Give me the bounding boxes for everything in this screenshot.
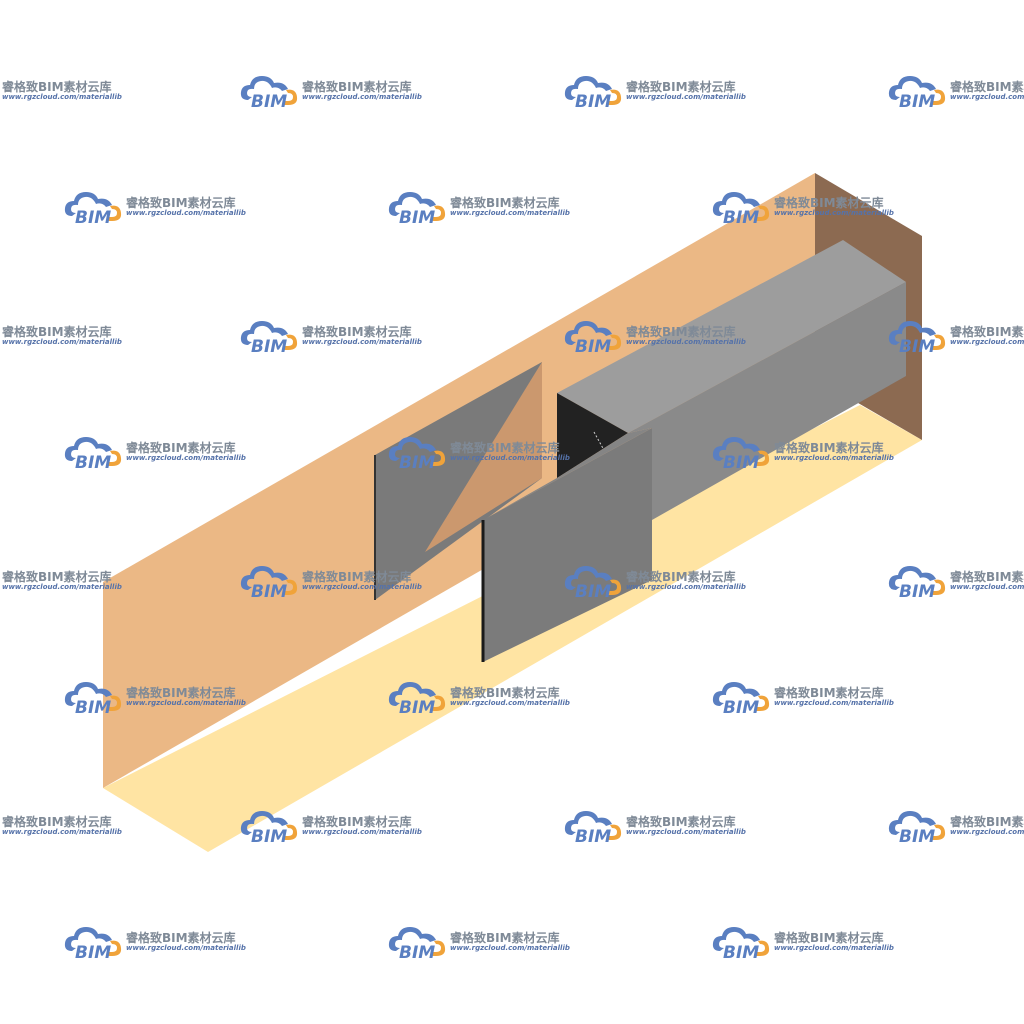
opening-panel-cut [425, 362, 542, 552]
duct-top-face [557, 240, 906, 433]
opening-panel [375, 362, 542, 600]
duct-open-end [557, 393, 628, 478]
duct-front-face-upper [483, 428, 652, 520]
duct-right-face [628, 282, 906, 520]
duct-front-face [483, 428, 652, 662]
